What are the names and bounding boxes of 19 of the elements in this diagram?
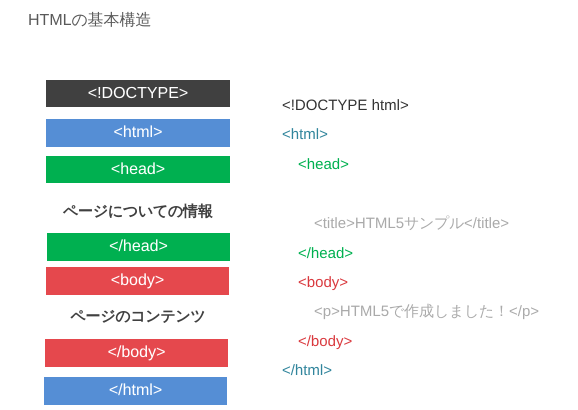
- tag-bar: <html>: [46, 119, 230, 147]
- section-note: ページについての情報: [63, 202, 213, 222]
- code-line: <p>HTML5で作成しました！</p>: [314, 302, 540, 322]
- tag-bar: <!DOCTYPE>: [46, 80, 230, 107]
- tag-bar: </head>: [47, 233, 230, 261]
- code-line: <title>HTML5サンプル</title>: [314, 214, 510, 234]
- tag-bar: </body>: [45, 339, 228, 367]
- tag-bar: <body>: [46, 267, 229, 295]
- code-line: <!DOCTYPE html>: [282, 96, 409, 116]
- code-line: </html>: [282, 361, 332, 381]
- code-line: <head>: [298, 155, 349, 175]
- code-line: <html>: [282, 125, 328, 145]
- tag-bar: <head>: [46, 156, 230, 183]
- code-line: <body>: [298, 273, 348, 293]
- section-note: ページのコンテンツ: [70, 307, 206, 327]
- code-line: </head>: [298, 244, 354, 264]
- code-line: </body>: [298, 332, 352, 352]
- title: HTMLの基本構造: [28, 11, 152, 31]
- tag-bar: </html>: [44, 377, 227, 405]
